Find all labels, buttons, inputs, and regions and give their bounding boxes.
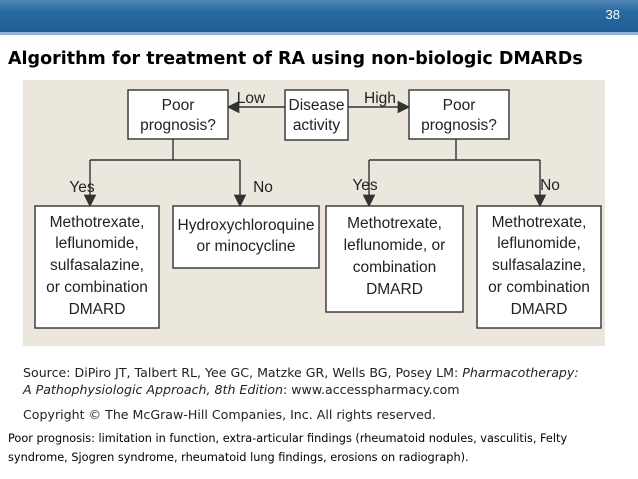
slide-number: 38 xyxy=(605,7,620,22)
node-box4 xyxy=(476,205,602,329)
top-bar: 38 xyxy=(0,0,638,32)
source-copyright: Copyright © The McGraw-Hill Companies, I… xyxy=(23,407,436,422)
node-box2 xyxy=(172,205,320,269)
footnote-poor-prognosis: Poor prognosis: limitation in function, … xyxy=(8,432,568,464)
edge-label-no-right: No xyxy=(540,177,560,194)
node-poor-prognosis-right-line2: prognosis? xyxy=(421,117,497,134)
node-poor-prognosis-right xyxy=(408,89,510,140)
node-poor-prognosis-left-line1: Poor xyxy=(162,97,195,114)
node-box3-line4: DMARD xyxy=(366,281,423,298)
source-book-title-part1: Pharmacotherapy: xyxy=(462,365,579,380)
algorithm-figure: Disease activity Poor prognosis? Poor pr… xyxy=(23,80,605,423)
node-poor-prognosis-right-line1: Poor xyxy=(443,97,476,114)
source-book-title-part2: A Pathophysiologic Approach, 8th Edition xyxy=(23,382,283,397)
top-bar-sheen xyxy=(0,0,638,12)
node-poor-prognosis-left-line2: prognosis? xyxy=(140,117,216,134)
node-box1-line4: or combination xyxy=(46,279,148,296)
node-box4-line3: sulfasalazine, xyxy=(492,257,586,274)
edge-label-yes-left: Yes xyxy=(69,179,95,196)
node-disease-activity-line1: Disease xyxy=(289,97,345,114)
node-box1-line2: leflunomide, xyxy=(55,235,139,252)
source-citation: Source: DiPiro JT, Talbert RL, Yee GC, M… xyxy=(23,364,605,423)
edge-label-high: High xyxy=(364,90,396,107)
node-box2-line1: Hydroxychloroquine xyxy=(178,217,315,234)
slide-title: Algorithm for treatment of RA using non-… xyxy=(8,49,583,69)
accent-line xyxy=(0,32,638,35)
source-authors: Source: DiPiro JT, Talbert RL, Yee GC, M… xyxy=(23,365,463,380)
edge-label-low: Low xyxy=(237,90,266,107)
source-line-2: A Pathophysiologic Approach, 8th Edition… xyxy=(23,381,605,398)
node-box4-line5: DMARD xyxy=(511,301,568,318)
node-box3-line2: leflunomide, or xyxy=(344,237,446,254)
node-box3-line1: Methotrexate, xyxy=(347,215,442,232)
source-website: : www.accesspharmacy.com xyxy=(283,382,460,397)
node-box3-line3: combination xyxy=(353,259,437,276)
node-box2-line2: or minocycline xyxy=(196,238,295,255)
source-line-1: Source: DiPiro JT, Talbert RL, Yee GC, M… xyxy=(23,364,605,381)
edge-label-no-left: No xyxy=(253,179,273,196)
node-disease-activity-line2: activity xyxy=(293,117,341,134)
node-box1-line1: Methotrexate, xyxy=(50,214,145,231)
node-box3 xyxy=(325,205,464,313)
node-box1-line5: DMARD xyxy=(69,301,126,318)
diagram-area: Disease activity Poor prognosis? Poor pr… xyxy=(23,80,605,346)
node-disease-activity xyxy=(284,89,349,141)
node-box1-line3: sulfasalazine, xyxy=(50,257,144,274)
edge-label-yes-right: Yes xyxy=(352,177,378,194)
node-box4-line4: or combination xyxy=(488,279,590,296)
node-box1 xyxy=(34,205,160,329)
node-box4-line2: leflunomide, xyxy=(497,235,581,252)
flowchart: Disease activity Poor prognosis? Poor pr… xyxy=(34,89,602,329)
node-box4-line1: Methotrexate, xyxy=(492,214,587,231)
node-poor-prognosis-left xyxy=(127,89,229,140)
